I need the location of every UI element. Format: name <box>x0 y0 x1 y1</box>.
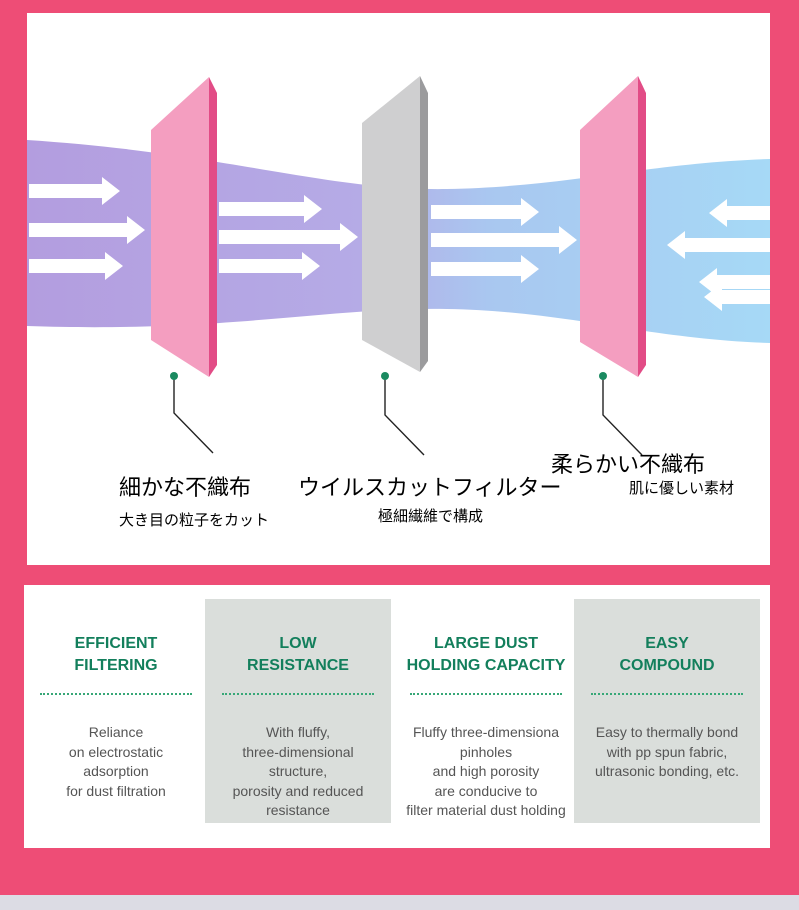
filter-1-panel <box>151 77 217 377</box>
filter-diagram-panel: 細かな不織布 大き目の粒子をカット ウイルスカットフィルター 極細繊維で構成 柔… <box>27 13 770 565</box>
callout-dots <box>170 372 607 380</box>
feature-large-dust-holding-capacity: LARGE DUST HOLDING CAPACITY Fluffy three… <box>393 599 579 823</box>
feature-description: Fluffy three-dimensiona pinholes and hig… <box>406 724 566 818</box>
feature-title: EASY COMPOUND <box>619 635 715 674</box>
feature-description: Reliance on electrostatic adsorption for… <box>66 724 166 799</box>
arrows-middle-right <box>431 198 577 283</box>
dotted-divider <box>222 693 374 695</box>
feature-description: Easy to thermally bond with pp spun fabr… <box>595 724 739 779</box>
filter-1-desc: 大き目の粒子をカット <box>119 511 270 529</box>
feature-title: EFFICIENT FILTERING <box>74 635 158 674</box>
filter-diagram <box>27 76 770 456</box>
dotted-divider <box>40 693 192 695</box>
feature-title: LOW RESISTANCE <box>247 635 349 674</box>
callout-lines <box>173 376 643 456</box>
dotted-divider <box>591 693 743 695</box>
bottom-strip <box>0 895 799 910</box>
filter-2-desc: 極細繊維で構成 <box>378 507 484 525</box>
arrows-middle-left <box>219 195 358 280</box>
filter-3-desc: 肌に優しい素材 <box>629 479 735 497</box>
filter-2-name: ウイルスカットフィルター <box>298 476 562 501</box>
dotted-divider <box>410 693 562 695</box>
arrows-left <box>29 177 145 280</box>
filter-2-panel <box>362 76 428 372</box>
feature-low-resistance: LOW RESISTANCE With fluffy, three-dimens… <box>205 599 391 823</box>
feature-title: LARGE DUST HOLDING CAPACITY <box>406 635 566 674</box>
feature-easy-compound: EASY COMPOUND Easy to thermally bond wit… <box>574 599 760 823</box>
arrows-right <box>667 199 770 311</box>
features-panel: EFFICIENT FILTERING Reliance on electros… <box>24 585 770 848</box>
filter-3-name: 柔らかい不織布 <box>551 453 706 478</box>
feature-description: With fluffy, three-dimensional structure… <box>232 724 364 818</box>
feature-efficient-filtering: EFFICIENT FILTERING Reliance on electros… <box>23 599 209 823</box>
filter-1-name: 細かな不織布 <box>119 476 252 501</box>
filter-3-panel <box>580 76 646 377</box>
